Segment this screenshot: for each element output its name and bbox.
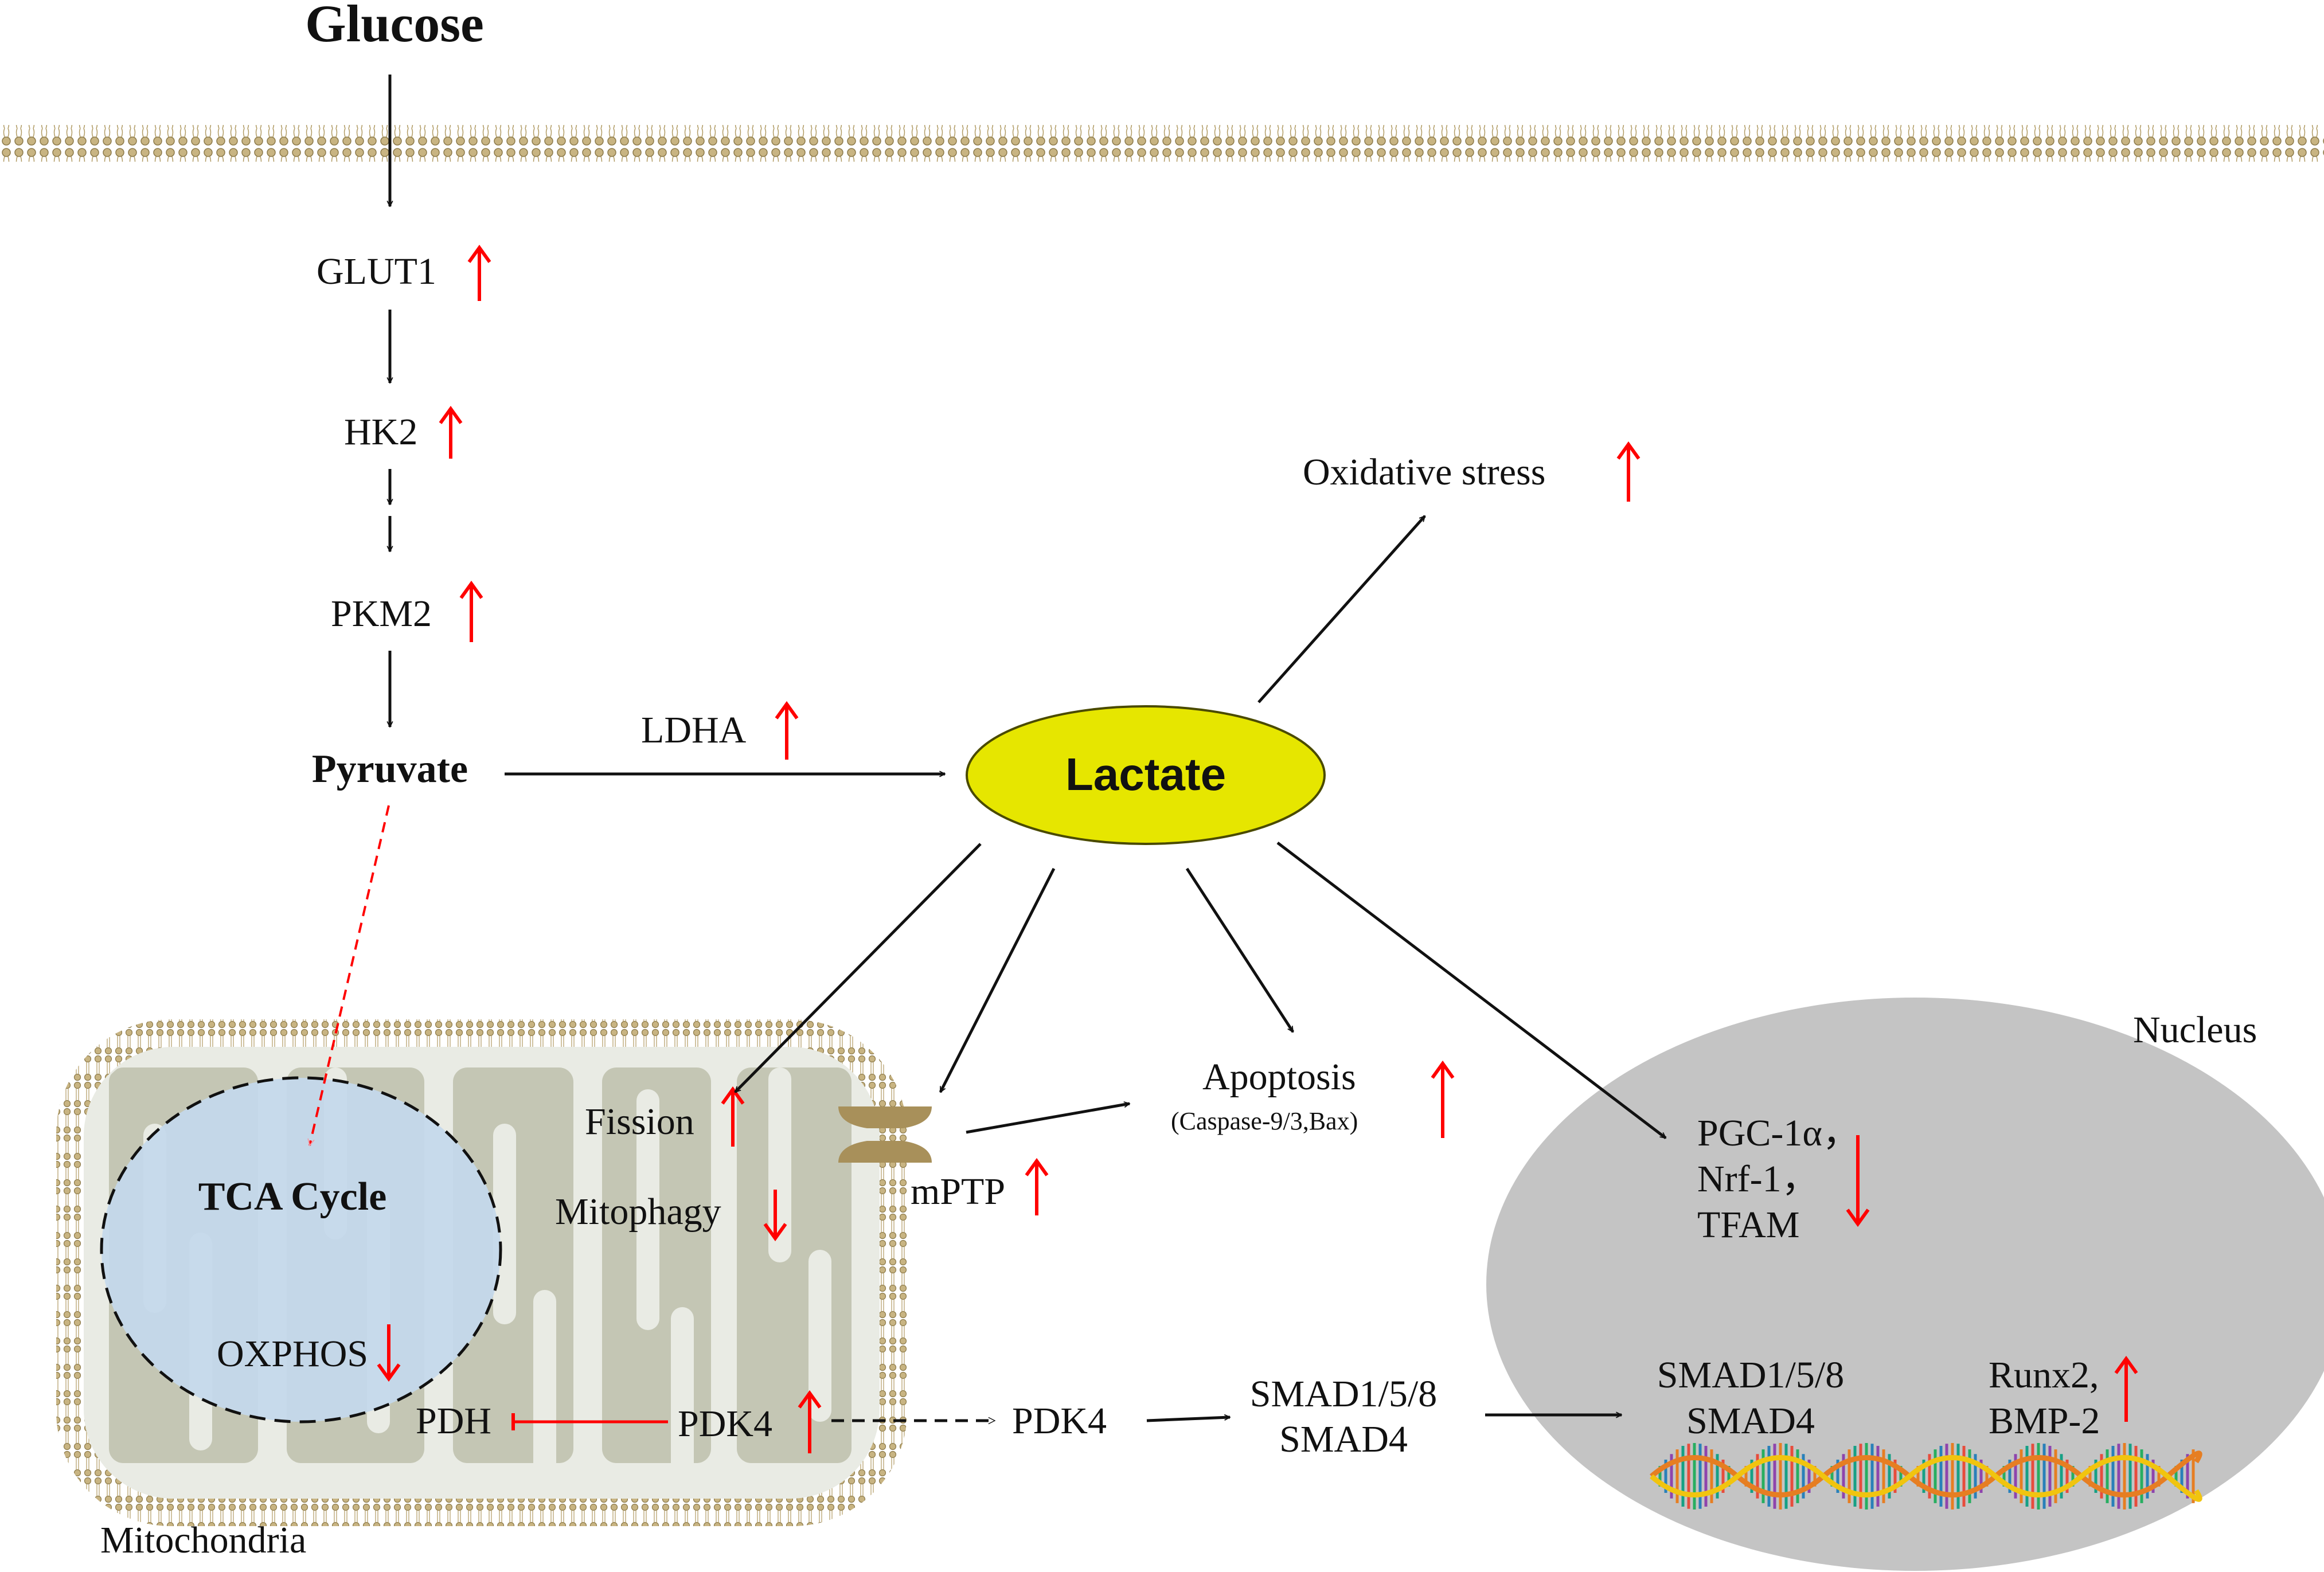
arrow-mptp-to-apoptosis: [966, 1104, 1130, 1134]
apoptosis-label: Apoptosis: [1202, 1056, 1356, 1098]
mptp-label: mPTP: [911, 1171, 1005, 1213]
pdh-label: PDH: [416, 1400, 491, 1442]
arrow-lactate-to-oxidative-stress: [1257, 515, 1426, 703]
down-arrow-icon: [763, 1190, 787, 1242]
arrow-pyruvate-to-tca: [310, 805, 390, 1145]
nrf1-label: Nrf-1，: [1697, 1158, 1819, 1200]
up-arrow-icon: [721, 1086, 745, 1147]
arrow-pdk4-to-smad: [1146, 1417, 1230, 1422]
mitophagy-label: Mitophagy: [555, 1191, 721, 1233]
up-arrow-icon: [798, 1390, 822, 1453]
tca-cycle-matrix: [100, 1076, 502, 1424]
up-arrow-icon: [459, 580, 483, 642]
pgc1a-label: PGC-1α，: [1697, 1112, 1860, 1154]
nucleus-label: Nucleus: [2133, 1009, 2257, 1051]
up-arrow-icon: [1431, 1060, 1455, 1138]
cell-membrane: [0, 125, 2324, 162]
bmp2-label: BMP-2: [1989, 1400, 2100, 1442]
tfam-label: TFAM: [1697, 1204, 1799, 1246]
glucose-label: Glucose: [305, 0, 484, 53]
down-arrow-icon: [1846, 1135, 1870, 1227]
smad4-nucleus-label: SMAD4: [1686, 1400, 1815, 1442]
nucleus: [1486, 998, 2324, 1571]
arrow-lactate-to-nucleus: [1276, 842, 1666, 1139]
pyruvate-label: Pyruvate: [312, 747, 468, 791]
up-arrow-icon: [439, 405, 463, 459]
up-arrow-icon: [2114, 1355, 2138, 1422]
runx2-label: Runx2,: [1989, 1354, 2099, 1396]
up-arrow-icon: [1616, 441, 1641, 502]
dna-helix-icon: [1650, 1443, 2202, 1510]
fission-label: Fission: [585, 1101, 694, 1143]
arrow-lactate-to-fission: [734, 843, 982, 1093]
smad158-cytosol-label: SMAD1/5/8: [1250, 1373, 1437, 1415]
up-arrow-icon: [1025, 1158, 1049, 1215]
arrow-lactate-to-apoptosis: [1185, 867, 1295, 1032]
down-arrow-icon: [377, 1324, 401, 1382]
smad158-nucleus-label: SMAD1/5/8: [1657, 1354, 1844, 1396]
ldha-label: LDHA: [641, 709, 747, 751]
hk2-label: HK2: [344, 411, 417, 453]
lactate-label: Lactate: [1065, 749, 1226, 800]
pkm2-label: PKM2: [331, 593, 432, 635]
oxphos-label: OXPHOS: [217, 1333, 368, 1375]
apoptosis-detail: (Caspase-9/3,Bax): [1171, 1107, 1358, 1135]
mitochondria-label: Mitochondria: [100, 1519, 306, 1561]
up-arrow-icon: [467, 244, 491, 301]
mptp-pore-icon: [838, 1106, 932, 1163]
oxidative-stress-label: Oxidative stress: [1303, 451, 1545, 493]
glut1-label: GLUT1: [317, 251, 436, 292]
arrow-lactate-to-mptp: [939, 867, 1056, 1092]
smad4-cytosol-label: SMAD4: [1279, 1418, 1408, 1460]
tca-cycle-label: TCA Cycle: [198, 1175, 387, 1219]
lactate-node: [966, 705, 1326, 845]
pdk4-cytosol-label: PDK4: [1012, 1400, 1107, 1442]
pdk4-mito-label: PDK4: [678, 1403, 772, 1445]
up-arrow-icon: [775, 701, 799, 760]
